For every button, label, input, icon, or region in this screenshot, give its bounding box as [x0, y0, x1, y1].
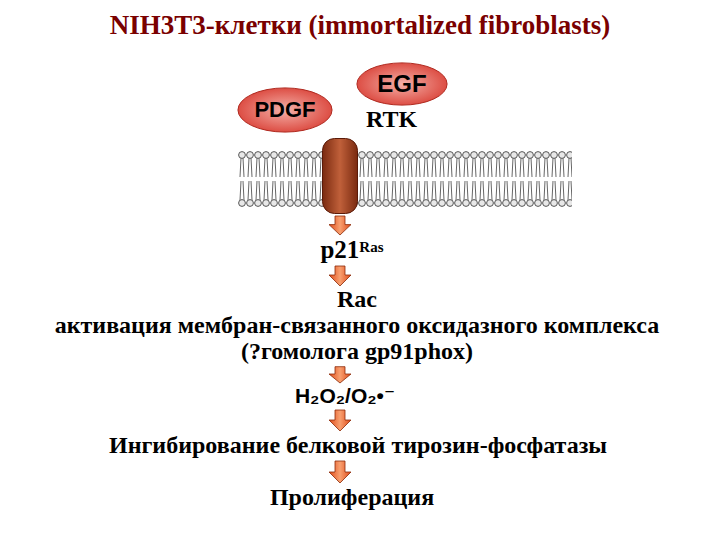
receptor-label: RTK: [366, 106, 417, 133]
step-text: Ингибирование белковой тирозин-фосфатазы: [109, 432, 607, 459]
ligand-ellipse: PDGF: [237, 87, 333, 133]
protein-name: p21: [320, 236, 359, 263]
receptor-bar: RTK: [322, 138, 358, 214]
protein-superscript: Ras: [359, 239, 383, 255]
ligand-label: EGF: [377, 70, 426, 98]
signal-step: Пролиферация: [266, 484, 438, 511]
step-text: активация мембран-связанного оксидазного…: [47, 313, 667, 365]
signal-step: p21Ras: [316, 236, 387, 264]
block-arrow: [329, 461, 351, 483]
signal-step: H₂O₂/O₂•⁻: [291, 384, 399, 408]
protein-name: Rac: [47, 287, 667, 313]
block-arrow: [329, 266, 351, 286]
receptor-outline: [322, 138, 358, 214]
ligand-ellipse: EGF: [356, 62, 448, 106]
block-arrow: [329, 410, 351, 431]
step-text: Пролиферация: [270, 484, 434, 511]
signal-step: Ингибирование белковой тирозин-фосфатазы: [105, 432, 611, 459]
block-arrow: [329, 216, 351, 235]
diagram-title: NIH3T3-клетки (immortalized fibroblasts): [0, 10, 720, 41]
ligand-label: PDGF: [254, 97, 315, 123]
block-arrow: [329, 367, 351, 383]
step-text: H₂O₂/O₂•⁻: [295, 384, 395, 408]
signal-step: Racактивация мембран-связанного оксидазн…: [47, 287, 667, 365]
